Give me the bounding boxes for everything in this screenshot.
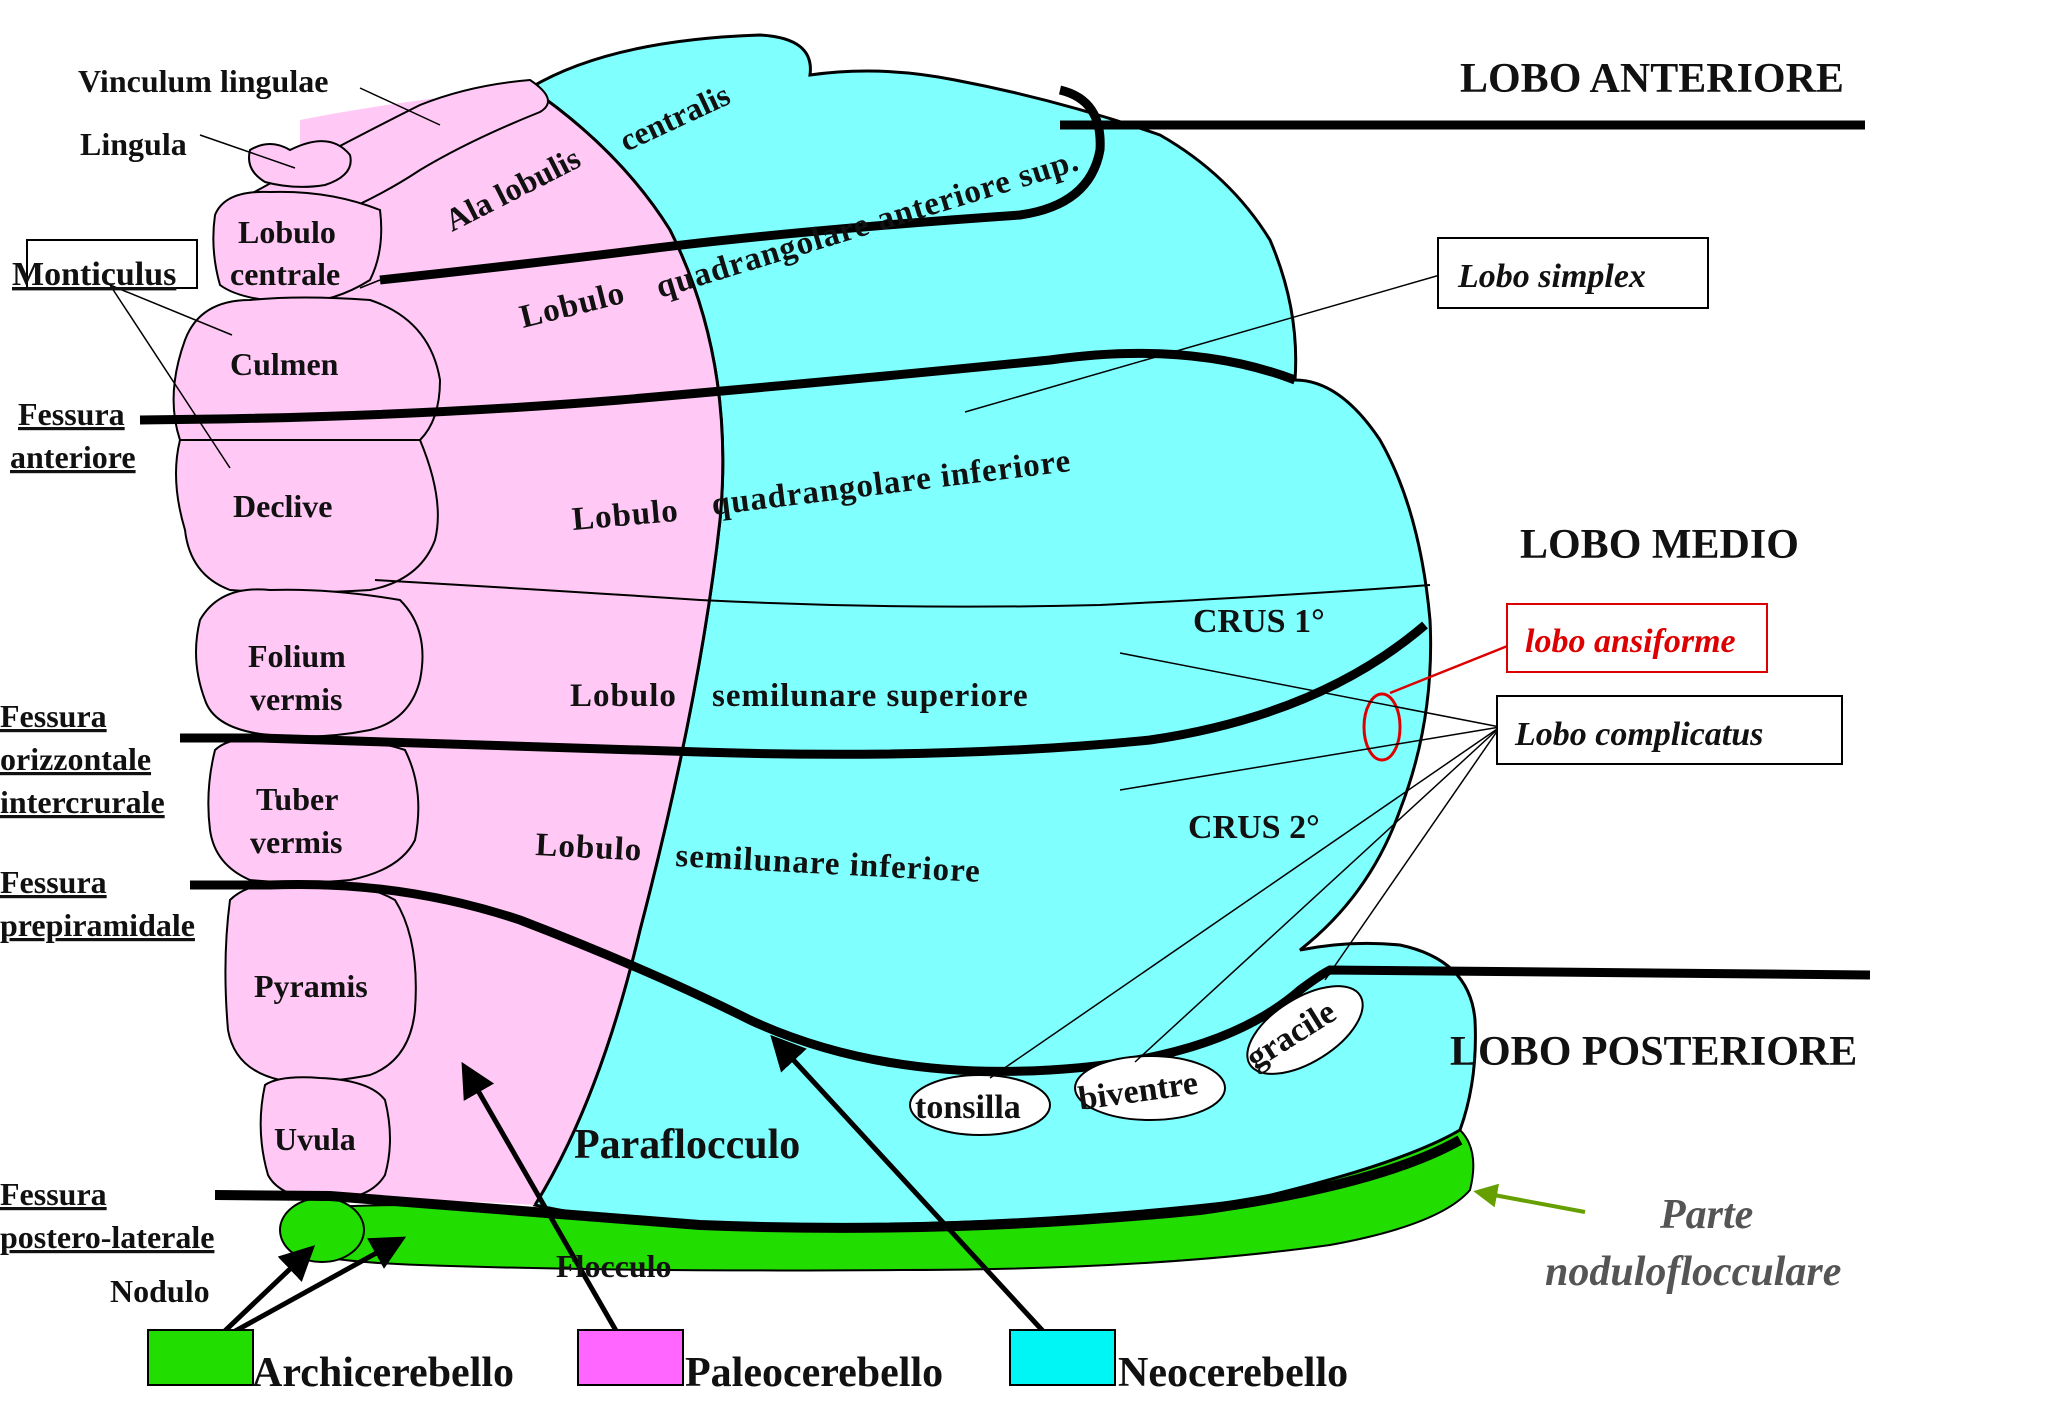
paraflocculo-label: Paraflocculo xyxy=(574,1122,800,1168)
complicatus-leader-2 xyxy=(1119,726,1501,791)
monticulus-label: Monticulus xyxy=(12,256,176,293)
monticulus-leader-1 xyxy=(109,284,233,336)
culmen-shape xyxy=(172,296,442,441)
fessura-anteriore-label-1: Fessura xyxy=(18,396,125,432)
flocculo-label: Flocculo xyxy=(556,1248,672,1284)
crus1-label: CRUS 1° xyxy=(1193,603,1325,640)
ansiforme-leader xyxy=(1389,643,1511,695)
fessura-anteriore-label-2: anteriore xyxy=(10,439,136,475)
lobulo-centrale-shape xyxy=(212,190,383,304)
vinculum-label: Vinculum lingulae xyxy=(78,63,328,99)
uvula-shape xyxy=(259,1076,391,1202)
anteriore-sup-line xyxy=(379,85,1105,285)
fessura-orizz-label-3: intercrurale xyxy=(0,784,165,820)
lobo-medio-label: LOBO MEDIO xyxy=(1520,522,1799,568)
nodulo-shape xyxy=(279,1197,365,1263)
archi-arrow-2 xyxy=(208,1236,407,1348)
legend-neo-label: Neocerebello xyxy=(1118,1350,1348,1396)
nodulo-label: Nodulo xyxy=(110,1273,210,1309)
fessura-prep-label-2: prepiramidale xyxy=(0,907,195,943)
lobulo-centrale-label-1: Lobulo xyxy=(238,214,336,250)
fessura-orizzontale-line xyxy=(180,621,1428,759)
fessura-orizz-label-2: orizzontale xyxy=(0,741,151,777)
ss-rest-label: semilunare superiore xyxy=(712,678,1029,714)
parte-label-1: Parte xyxy=(1659,1192,1753,1238)
tuber-label-1: Tuber xyxy=(256,781,338,817)
fessura-post-label-2: postero-laterale xyxy=(0,1219,214,1255)
neo-arrow xyxy=(770,1034,1067,1357)
pyramis-label: Pyramis xyxy=(254,968,368,1004)
ss-lobulo-label: Lobulo xyxy=(570,678,677,714)
gracile-oval xyxy=(1246,985,1364,1075)
vermis xyxy=(172,140,442,1202)
parte-label-2: nodulo­flocculare xyxy=(1545,1249,1841,1295)
ansiforme-box xyxy=(1506,603,1768,673)
centrale-leader xyxy=(359,279,381,289)
simplex-box xyxy=(1437,237,1709,309)
folium-label-2: vermis xyxy=(250,681,342,717)
declive-label: Declive xyxy=(233,488,333,524)
monticulus-leader-2 xyxy=(109,284,231,469)
legend-paleo-label: Paleocerebello xyxy=(685,1350,943,1396)
si-lobulo-label: Lobulo xyxy=(535,827,644,869)
leader-lines xyxy=(109,87,1511,1079)
legend-archi-swatch xyxy=(147,1329,254,1386)
complicatus-leader-3 xyxy=(989,726,1501,1079)
fessura-prep-label-1: Fessura xyxy=(0,864,107,900)
fessura-postero-laterale-line xyxy=(214,1135,1463,1233)
lingula-shape xyxy=(248,140,352,188)
fessura-orizz-label-1: Fessura xyxy=(0,698,107,734)
monticulus-box xyxy=(26,239,198,289)
parte-arrow xyxy=(1473,1183,1586,1214)
lobo-anteriore-label: LOBO ANTERIORE xyxy=(1460,56,1844,102)
legend-paleo-swatch xyxy=(577,1329,684,1386)
lobulo-centrale-label-2: centrale xyxy=(230,256,340,292)
legend-archi-label: Archicerebello xyxy=(252,1350,514,1396)
legend-neo-swatch xyxy=(1009,1329,1116,1386)
fissure-lines xyxy=(139,85,1871,1233)
fessura-prepiramidale-line xyxy=(190,879,1871,1076)
biventre-oval xyxy=(1074,1055,1226,1121)
complicatus-leader-1 xyxy=(1119,652,1501,728)
culmen-label: Culmen xyxy=(230,346,339,382)
folium-label-1: Folium xyxy=(248,638,346,674)
fessura-post-label-1: Fessura xyxy=(0,1176,107,1212)
folium-shape xyxy=(195,588,424,738)
fessura-anteriore-line xyxy=(139,348,1297,425)
complicatus-leader-5 xyxy=(1324,726,1501,981)
lobo-ansiforme-label: lobo ansiforme xyxy=(1525,623,1736,660)
lobo-simplex-label: Lobo simplex xyxy=(1457,258,1646,295)
lingula-label: Lingula xyxy=(80,126,187,162)
vinculum-leader xyxy=(359,87,441,126)
simplex-leader xyxy=(964,274,1441,413)
tonsilla-label: tonsilla xyxy=(915,1089,1021,1126)
lobo-complicatus-label: Lobo complicatus xyxy=(1514,716,1763,753)
qi-lower-line xyxy=(374,579,1431,608)
crus2-label: CRUS 2° xyxy=(1188,809,1320,846)
complicatus-leader-4 xyxy=(1134,726,1501,1063)
lobo-posteriore-label: LOBO POSTERIORE xyxy=(1450,1029,1857,1075)
paleo-arrow xyxy=(461,1061,633,1357)
uvula-label: Uvula xyxy=(274,1121,356,1157)
ansiforme-marker xyxy=(1362,692,1402,762)
tonsilla-oval xyxy=(909,1074,1051,1136)
tuber-label-2: vermis xyxy=(250,824,342,860)
complicatus-box xyxy=(1496,695,1843,765)
lingula-leader xyxy=(199,134,296,169)
paleo-neo-border xyxy=(529,86,725,1206)
